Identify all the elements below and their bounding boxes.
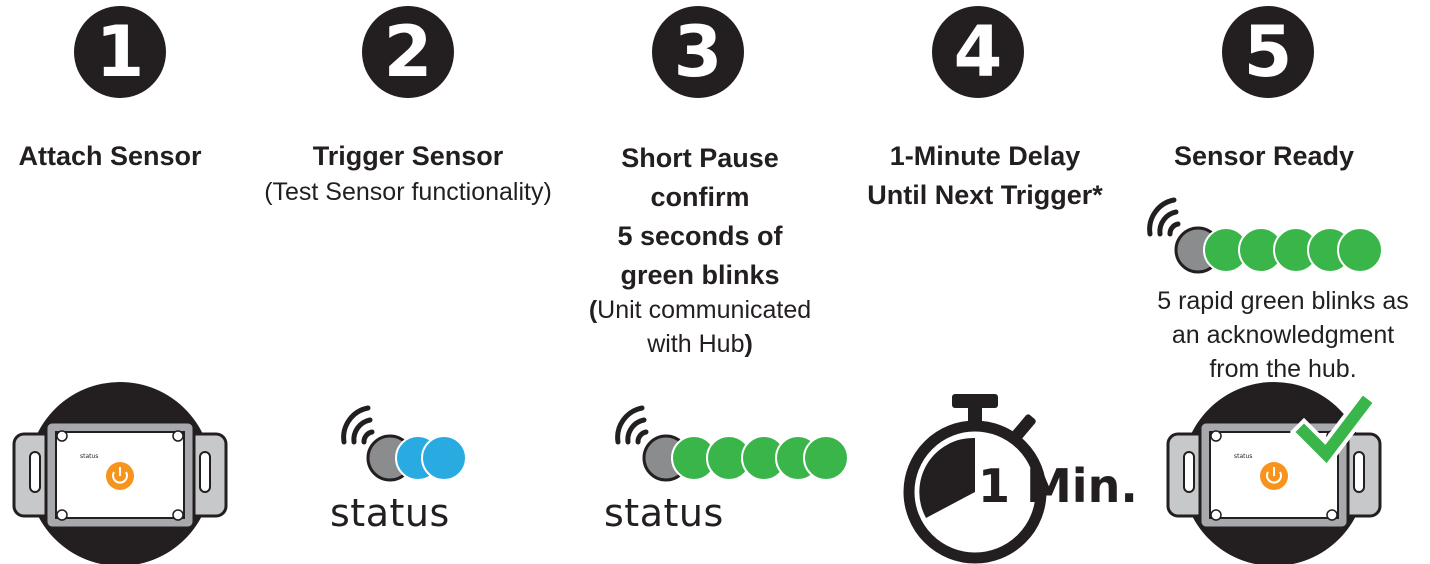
step-3-title-line: confirm <box>650 182 750 212</box>
step-3-status-label: status <box>604 491 724 535</box>
step-5-title: Sensor Ready <box>1173 141 1355 171</box>
green-blink-indicator <box>615 405 849 482</box>
step-3-note: (Unit communicated with Hub) <box>550 293 850 361</box>
device-status-label: status <box>1234 453 1252 460</box>
note-line-1: Unit communicated <box>597 296 812 324</box>
step-2-subtitle: (Test Sensor functionality) <box>264 178 552 206</box>
step-3-title-line: Short Pause <box>621 143 779 173</box>
signal-wave-icon <box>1147 197 1181 237</box>
timer-label: 1 Min. <box>978 459 1138 513</box>
step-2-status-label: status <box>330 491 450 535</box>
step-5-number: 5 <box>1222 6 1314 98</box>
sensor-ready-device-image: status <box>1166 382 1382 564</box>
device-status-label: status <box>80 453 98 460</box>
power-icon <box>1266 467 1282 484</box>
note-paren-close: ) <box>744 330 753 358</box>
step-3-title-line: 5 seconds of <box>617 221 783 251</box>
step-5-description-line: from the hub. <box>1209 355 1357 383</box>
signal-wave-icon <box>615 405 649 445</box>
step-4-number: 4 <box>932 6 1024 98</box>
step-3-title-line: green blinks <box>620 260 780 290</box>
sensor-device-image: status <box>12 382 228 564</box>
blue-blink-indicator <box>341 405 467 482</box>
note-line-2: with Hub <box>647 330 745 358</box>
step-3-number: 3 <box>652 6 744 98</box>
step-5-description-line: 5 rapid green blinks as <box>1157 287 1409 315</box>
rapid-green-blink-indicator <box>1147 197 1383 274</box>
power-icon <box>112 467 128 484</box>
step-1-title: Attach Sensor <box>18 141 202 171</box>
step-3-title: Short Pause confirm 5 seconds of green b… <box>560 139 840 295</box>
step-5-description-line: an acknowledgment <box>1171 321 1395 349</box>
signal-wave-icon <box>341 405 375 445</box>
step-2-title: Trigger Sensor <box>312 141 504 171</box>
note-paren-open: ( <box>588 296 598 324</box>
step-4-title-line: 1-Minute Delay <box>889 141 1081 171</box>
stopwatch-icon: 1 Min. <box>903 394 1138 564</box>
step-2-number: 2 <box>362 6 454 98</box>
step-5-description: 5 rapid green blinks as an acknowledgmen… <box>1128 284 1430 386</box>
step-4-title-line: Until Next Trigger* <box>867 180 1103 210</box>
step-1-number: 1 <box>74 6 166 98</box>
step-4-title: 1-Minute Delay Until Next Trigger* <box>840 137 1130 215</box>
